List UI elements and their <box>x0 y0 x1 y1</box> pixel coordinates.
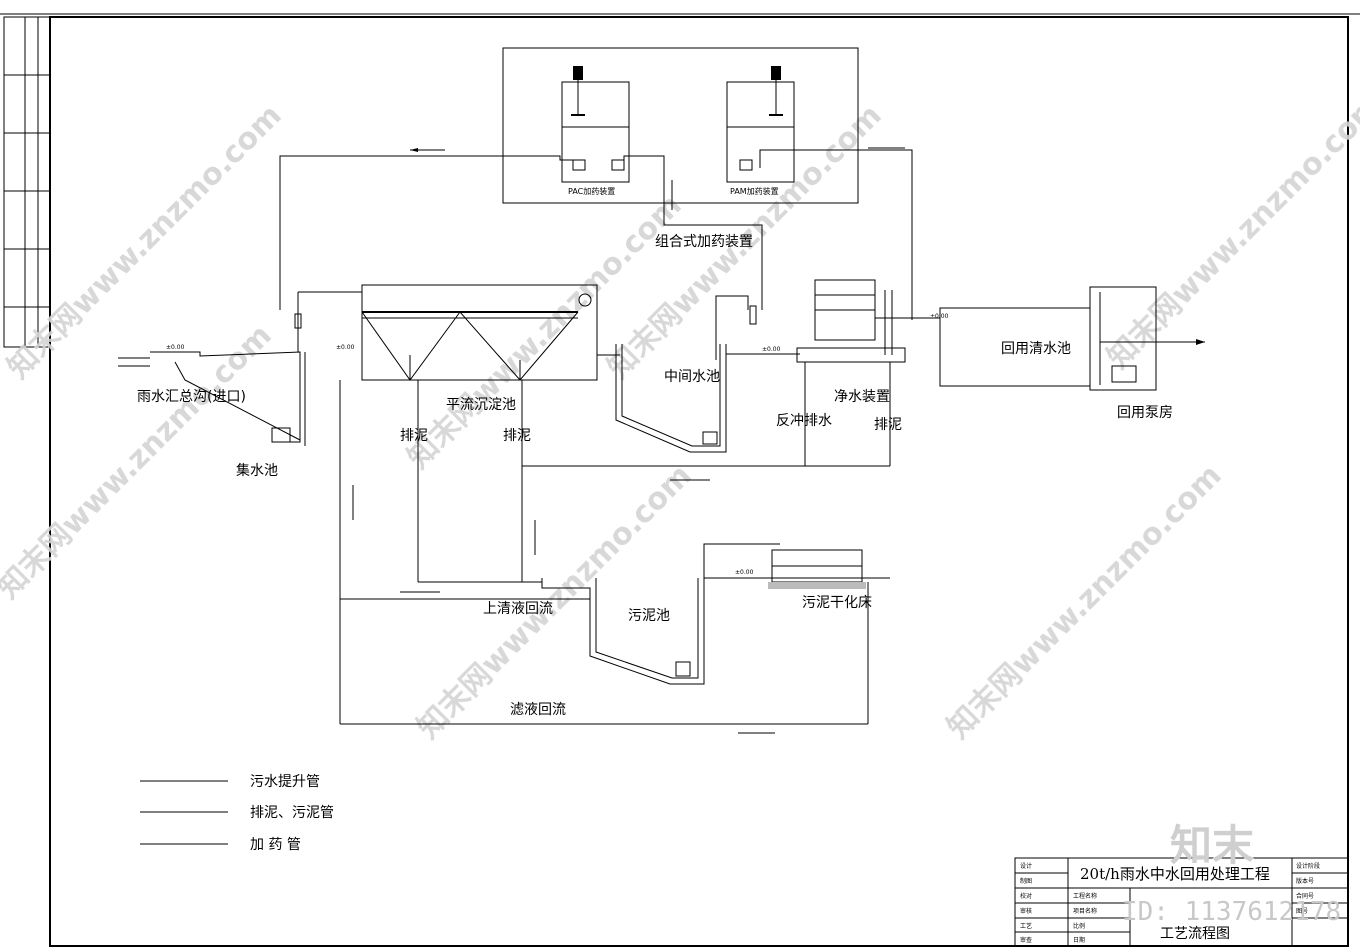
drying-bed-label: 污泥干化床 <box>802 595 872 611</box>
legend-item: 污水提升管 <box>250 774 320 790</box>
sludge-discharge-3: 排泥 <box>874 417 902 433</box>
inlet-label: 雨水汇总沟(进口) <box>137 389 246 405</box>
dosing-pipes: 组合式加药装置 <box>279 147 913 329</box>
watermark-id: ID: 1137612178 <box>1122 897 1341 927</box>
collection-tank: ±0.00 ±0.00 雨水汇总沟(进口) 集水池 <box>118 291 362 479</box>
tb-right-row: 合同号 <box>1296 892 1314 900</box>
sludge-tank-label: 污泥池 <box>628 608 670 624</box>
pam-label: PAM加药装置 <box>730 186 779 196</box>
tb-mid-row: 比例 <box>1073 922 1085 930</box>
watermark-text: 知末网www.znzmo.com <box>941 458 1229 746</box>
watermark-text: 知末网www.znzmo.com <box>1101 88 1360 376</box>
tb-mid-row: 项目名称 <box>1073 907 1097 915</box>
return-lines: 排泥 排泥 排泥 反冲排水 上清液回流 滤液回流 <box>339 362 902 734</box>
reuse-tank: 回用清水池 回用泵房 <box>939 286 1205 421</box>
tb-right-row: 图号 <box>1296 908 1308 915</box>
pac-label: PAC加药装置 <box>568 186 615 196</box>
tb-left-row: 制图 <box>1020 877 1032 885</box>
level-purifier: ±0.00 <box>930 313 949 320</box>
legend: 污水提升管 排泥、污泥管 加 药 管 <box>140 774 334 853</box>
intermediate-tank-label: 中间水池 <box>664 369 720 385</box>
tb-left-row: 校对 <box>1020 892 1032 900</box>
level-collection: ±0.00 <box>336 344 355 351</box>
purifier-label: 净水装置 <box>834 389 890 405</box>
filtrate-return-label: 滤液回流 <box>510 702 566 718</box>
combined-dosing-label: 组合式加药装置 <box>655 234 753 250</box>
drawing-frame <box>0 13 1360 947</box>
tb-left-row: 审核 <box>1020 907 1032 915</box>
drawing-name: 工艺流程图 <box>1160 926 1230 942</box>
tb-left-row: 设计 <box>1020 862 1032 870</box>
drying-bed: ±0.00 ±0.00 污泥干化床 <box>704 313 949 611</box>
reuse-tank-label: 回用清水池 <box>1001 341 1071 357</box>
level-drying: ±0.00 <box>735 569 754 576</box>
brand-logo: 知末 <box>1170 821 1254 870</box>
project-title: 20t/h雨水中水回用处理工程 <box>1080 865 1270 883</box>
legend-item: 排泥、污泥管 <box>250 805 334 821</box>
settling-tank: 平流沉淀池 <box>361 284 620 413</box>
tb-right-row: 设计阶段 <box>1296 862 1320 870</box>
sludge-tank: 污泥池 <box>541 543 780 685</box>
settling-tank-label: 平流沉淀池 <box>446 397 516 413</box>
brand-watermark: 知末 ID: 1137612178 <box>1122 821 1341 927</box>
legend-item: 加 药 管 <box>250 837 301 853</box>
tb-right-row: 版本号 <box>1296 877 1314 885</box>
sludge-discharge-2: 排泥 <box>503 428 531 444</box>
title-block: 设计 制图 校对 审核 工艺 审查 工程名称 项目名称 比例 日期 设计阶段 版… <box>1014 857 1349 947</box>
level-inlet: ±0.00 <box>166 344 185 351</box>
sludge-discharge-1: 排泥 <box>400 428 428 444</box>
backwash-label: 反冲排水 <box>776 413 832 429</box>
intermediate-tank: ±0.00 中间水池 <box>615 295 800 453</box>
tb-left-row: 审查 <box>1020 936 1032 944</box>
tb-left-row: 工艺 <box>1020 922 1032 930</box>
tb-mid-row: 工程名称 <box>1073 892 1097 900</box>
purifier: 净水装置 <box>796 279 940 405</box>
pump-room-label: 回用泵房 <box>1117 405 1173 421</box>
collection-tank-label: 集水池 <box>236 462 278 479</box>
level-settling: ±0.00 <box>762 346 781 353</box>
supernatant-return-label: 上清液回流 <box>483 601 553 617</box>
tb-mid-row: 日期 <box>1073 936 1085 944</box>
